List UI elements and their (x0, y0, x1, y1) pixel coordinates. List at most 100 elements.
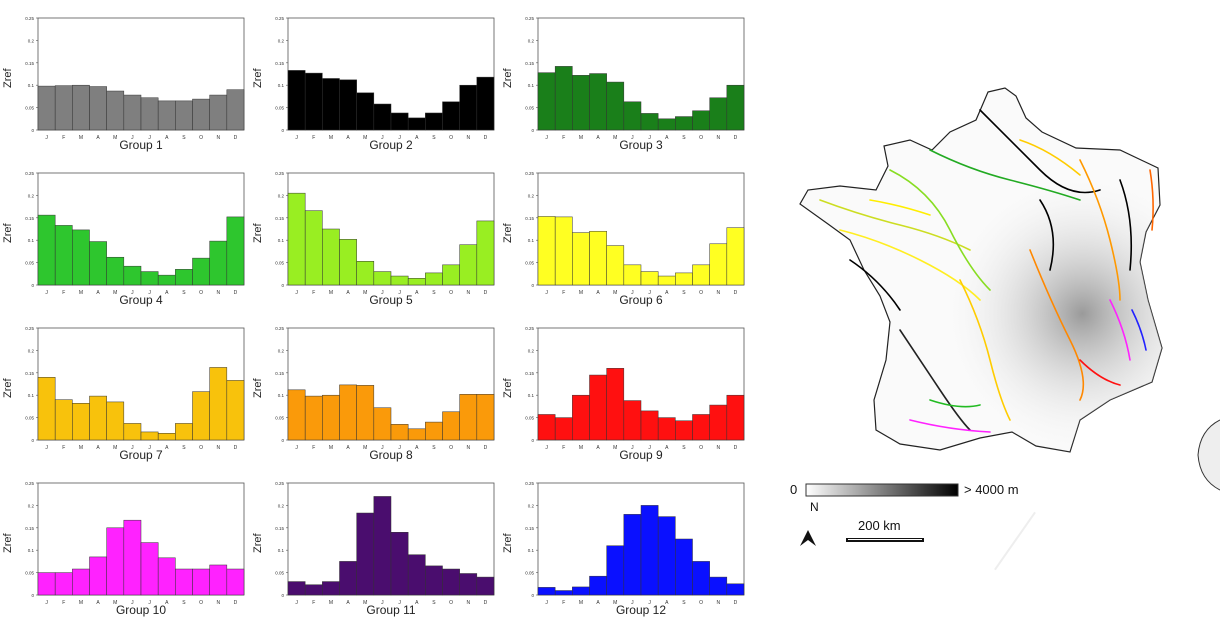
y-tick-label: 0.1 (528, 548, 535, 553)
x-tick-label: J (131, 135, 134, 141)
y-tick-label: 0.15 (275, 61, 284, 66)
chart-title: Group 3 (619, 138, 663, 152)
bar (390, 424, 409, 441)
bar (72, 568, 90, 596)
x-tick-label: M (329, 445, 333, 451)
bar (157, 557, 176, 596)
bar (140, 97, 159, 131)
bar (89, 241, 107, 286)
y-tick-label: 0.15 (525, 61, 534, 66)
x-tick-label: O (199, 600, 203, 606)
y-tick-label: 0.05 (275, 571, 284, 576)
bar (459, 573, 478, 596)
bar (657, 118, 676, 131)
bar (339, 561, 357, 596)
bar (657, 275, 676, 286)
bar (304, 72, 323, 131)
bar (606, 245, 625, 286)
x-tick-label: J (648, 445, 651, 451)
y-axis-label: Zref (502, 533, 514, 553)
bar (640, 410, 659, 441)
x-tick-label: O (699, 600, 703, 606)
x-tick-label: F (562, 290, 565, 296)
bar (192, 568, 210, 596)
bar (606, 545, 625, 596)
x-tick-label: D (234, 135, 238, 141)
bar (339, 384, 357, 441)
bar (709, 404, 728, 441)
x-tick-label: M (363, 445, 367, 451)
y-tick-label: 0.25 (525, 171, 534, 176)
y-tick-label: 0 (281, 438, 284, 443)
bar (675, 116, 693, 131)
chart-title: Group 7 (119, 448, 163, 462)
x-tick-label: J (148, 445, 151, 451)
bar (322, 228, 340, 286)
bar (322, 78, 340, 131)
bar (709, 576, 728, 596)
y-tick-label: 0.05 (525, 261, 534, 266)
x-tick-label: M (113, 445, 117, 451)
x-tick-label: F (62, 135, 65, 141)
y-tick-label: 0.1 (28, 83, 35, 88)
y-tick-label: 0.15 (525, 371, 534, 376)
y-tick-label: 0.2 (28, 193, 35, 198)
x-tick-label: J (545, 290, 548, 296)
y-tick-label: 0.05 (25, 416, 34, 421)
y-tick-label: 0.25 (275, 171, 284, 176)
y-tick-label: 0.25 (525, 16, 534, 21)
x-tick-label: A (165, 290, 169, 296)
bar (442, 411, 460, 441)
bar (106, 90, 125, 131)
y-axis-label: Zref (252, 378, 264, 398)
x-tick-label: S (182, 135, 186, 141)
bar (175, 568, 193, 596)
y-tick-label: 0.25 (275, 16, 284, 21)
x-tick-label: N (466, 290, 470, 296)
y-tick-label: 0 (31, 128, 34, 133)
y-tick-label: 0.05 (275, 416, 284, 421)
x-tick-label: A (665, 600, 669, 606)
bar (537, 72, 556, 131)
y-tick-label: 0.1 (278, 238, 285, 243)
bar (356, 92, 375, 131)
x-tick-label: S (682, 135, 686, 141)
x-tick-label: D (484, 445, 488, 451)
x-tick-label: N (216, 290, 220, 296)
x-tick-label: M (113, 290, 117, 296)
y-tick-label: 0.1 (28, 393, 35, 398)
bar (175, 100, 193, 131)
x-tick-label: A (665, 135, 669, 141)
bar (589, 575, 607, 596)
x-tick-label: N (716, 600, 720, 606)
bar (640, 505, 659, 596)
bar (226, 568, 245, 596)
bar (123, 265, 142, 286)
y-tick-label: 0.2 (28, 503, 35, 508)
x-tick-label: O (699, 445, 703, 451)
y-tick-label: 0.1 (278, 393, 285, 398)
y-tick-label: 0.25 (525, 326, 534, 331)
bar (373, 496, 392, 596)
x-tick-label: A (165, 445, 169, 451)
y-tick-label: 0.05 (525, 571, 534, 576)
bar (106, 256, 125, 286)
x-tick-label: S (682, 290, 686, 296)
bar (356, 512, 375, 596)
x-tick-label: M (363, 600, 367, 606)
x-tick-label: J (631, 290, 634, 296)
x-tick-label: J (398, 445, 401, 451)
bar (589, 374, 607, 441)
x-tick-label: F (562, 600, 565, 606)
bar (425, 421, 443, 441)
x-tick-label: J (148, 135, 151, 141)
x-tick-label: J (45, 290, 48, 296)
bar (140, 431, 159, 441)
bar (106, 401, 125, 441)
bar (106, 527, 125, 596)
x-tick-label: J (295, 445, 298, 451)
y-tick-label: 0.25 (25, 16, 34, 21)
